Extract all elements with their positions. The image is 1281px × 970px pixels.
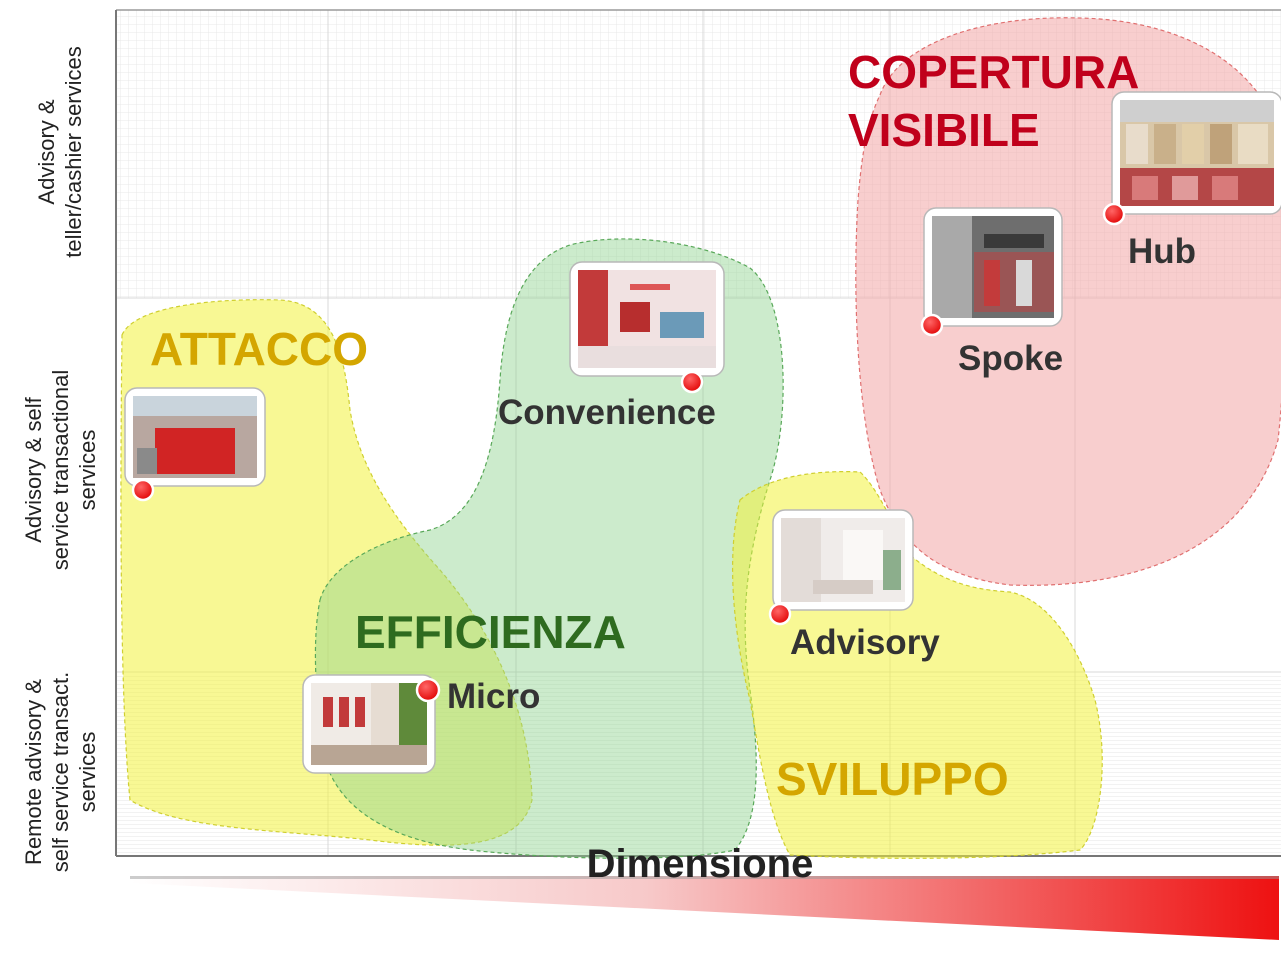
red-dot-icon — [131, 478, 155, 502]
branch-photo-icon — [1111, 91, 1281, 215]
y-band-middle-line2: service transactional — [47, 369, 73, 571]
red-dot-icon — [680, 370, 704, 394]
branch-advisory-label: Advisory — [790, 623, 940, 662]
branch-micro-label: Micro — [447, 677, 540, 716]
y-band-bottom-line2: self service transact. — [47, 671, 73, 873]
y-band-label-bottom: Remote advisory & self service transact.… — [18, 632, 102, 912]
dimension-gradient-bar — [130, 876, 1279, 940]
branch-photo-icon — [124, 387, 266, 487]
dimension-gradient-edge — [130, 876, 1279, 879]
red-dot-icon — [415, 677, 441, 703]
y-band-top-line1: Advisory & — [34, 99, 59, 205]
branch-photo-icon — [772, 509, 914, 611]
branch-photo-icon — [569, 261, 725, 377]
x-axis-title: Dimensione — [586, 842, 814, 886]
y-band-label-middle: Advisory & self service transactional se… — [18, 330, 102, 610]
y-band-middle-line1: Advisory & self — [20, 397, 46, 543]
red-dot-icon — [768, 602, 792, 626]
branch-photo-icon — [923, 207, 1063, 327]
zone-efficienza-label: EFFICIENZA — [355, 606, 626, 658]
branch-photo-icon — [302, 674, 436, 774]
y-band-middle-line3: services — [74, 429, 100, 511]
y-band-top-line2: teller/cashier services — [61, 46, 86, 258]
zone-copertura-label-line2: VISIBILE — [848, 104, 1040, 156]
zone-copertura-label-line1: COPERTURA — [848, 46, 1139, 98]
branch-convenience-label: Convenience — [498, 393, 716, 432]
zone-attacco-label: ATTACCO — [150, 323, 368, 375]
y-band-bottom-line1: Remote advisory & — [20, 679, 46, 865]
y-band-bottom-line3: services — [74, 731, 100, 813]
branch-spoke-label: Spoke — [958, 339, 1063, 378]
red-dot-icon — [1102, 202, 1126, 226]
y-band-label-top: Advisory & teller/cashier services — [32, 5, 88, 299]
zone-sviluppo-label: SVILUPPO — [776, 753, 1009, 805]
branch-hub-label: Hub — [1128, 232, 1196, 271]
red-dot-icon — [920, 313, 944, 337]
